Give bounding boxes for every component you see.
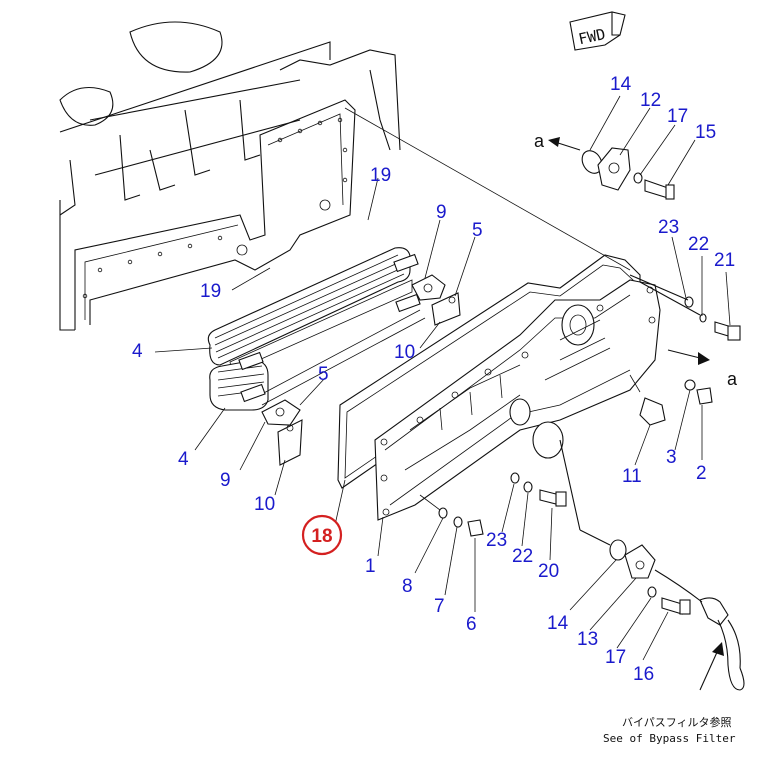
callout-13: 13	[577, 629, 598, 650]
callout-6: 6	[466, 614, 477, 635]
callout-19-lower: 19	[200, 281, 221, 302]
oil-cooler-element-upper	[207, 247, 413, 373]
callout-3: 3	[666, 447, 677, 468]
callout-10-lower: 10	[254, 494, 275, 515]
callout-15: 15	[695, 122, 716, 143]
callout-23-right: 23	[658, 217, 679, 238]
note-english: See of Bypass Filter	[603, 732, 736, 745]
callout-22-right: 22	[688, 234, 709, 255]
arrow-label-a-top: a	[534, 131, 545, 151]
callout-22-front: 22	[512, 546, 533, 567]
bypass-line	[559, 439, 745, 691]
callout-1: 1	[365, 556, 376, 577]
callout-20: 20	[538, 561, 559, 582]
callout-11: 11	[622, 466, 642, 487]
fwd-label: FWD	[577, 25, 607, 48]
note-japanese: バイパスフィルタ参照	[622, 715, 732, 729]
callout-14-upper: 14	[610, 74, 632, 95]
callout-12: 12	[640, 90, 661, 111]
callout-17-lower: 17	[605, 647, 626, 668]
callout-19-upper: 19	[370, 165, 391, 186]
callout-23-front: 23	[486, 530, 507, 551]
upper-flange-group	[548, 137, 675, 200]
callout-16: 16	[633, 664, 654, 685]
callout-4-upper: 4	[132, 341, 143, 362]
callout-18: 18	[311, 526, 332, 547]
callout-18-highlight: 18	[301, 514, 343, 556]
callout-5-lower: 5	[318, 364, 329, 385]
callout-9-upper: 9	[436, 202, 447, 223]
fwd-arrow-icon: FWD	[569, 11, 626, 51]
callout-4-lower: 4	[178, 449, 189, 470]
callout-7: 7	[434, 596, 445, 617]
leader-lines	[154, 95, 731, 661]
engine-block	[59, 21, 631, 331]
cooler-cover	[374, 279, 661, 521]
arrow-label-a-right: a	[727, 369, 738, 389]
callouts: 14 12 17 15 19 19 9 5 23 22 21 4 10 5 4 …	[132, 74, 735, 685]
right-small-parts	[629, 274, 741, 426]
cooler-nozzles	[238, 253, 421, 403]
callout-5-upper: 5	[472, 220, 483, 241]
callout-2: 2	[696, 463, 707, 484]
callout-21: 21	[714, 250, 735, 271]
callout-10-upper: 10	[394, 342, 415, 363]
callout-8: 8	[402, 576, 413, 597]
callout-17-upper: 17	[667, 106, 688, 127]
cooler-gaskets	[261, 274, 461, 466]
front-fasteners	[419, 472, 567, 537]
callout-14-lower: 14	[547, 613, 569, 634]
callout-9-lower: 9	[220, 470, 231, 491]
